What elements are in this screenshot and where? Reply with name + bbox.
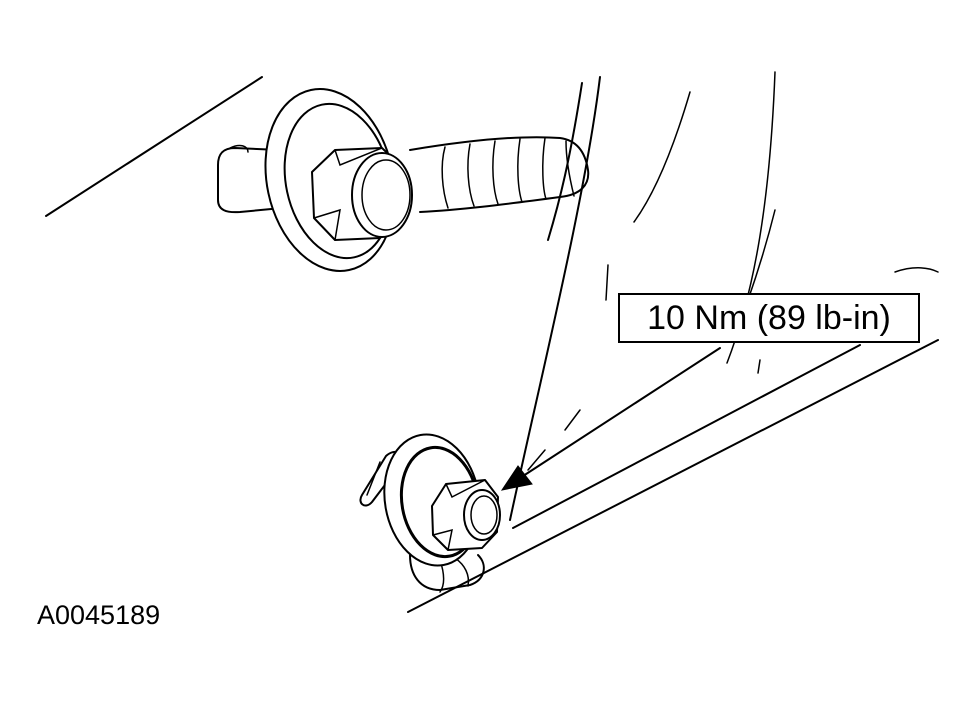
torque-callout-box: 10 Nm (89 lb-in) xyxy=(618,293,920,343)
lower-bolt-assembly xyxy=(383,433,501,567)
torque-leader-arrow xyxy=(500,347,721,491)
torque-label: 10 Nm (89 lb-in) xyxy=(647,299,891,337)
body-panel-lines xyxy=(45,71,939,613)
upper-link-arm xyxy=(409,136,590,213)
figure-id-label: A0045189 xyxy=(37,600,161,630)
upper-bolt-assembly xyxy=(264,88,413,272)
upper-bracket-tab xyxy=(217,144,283,214)
